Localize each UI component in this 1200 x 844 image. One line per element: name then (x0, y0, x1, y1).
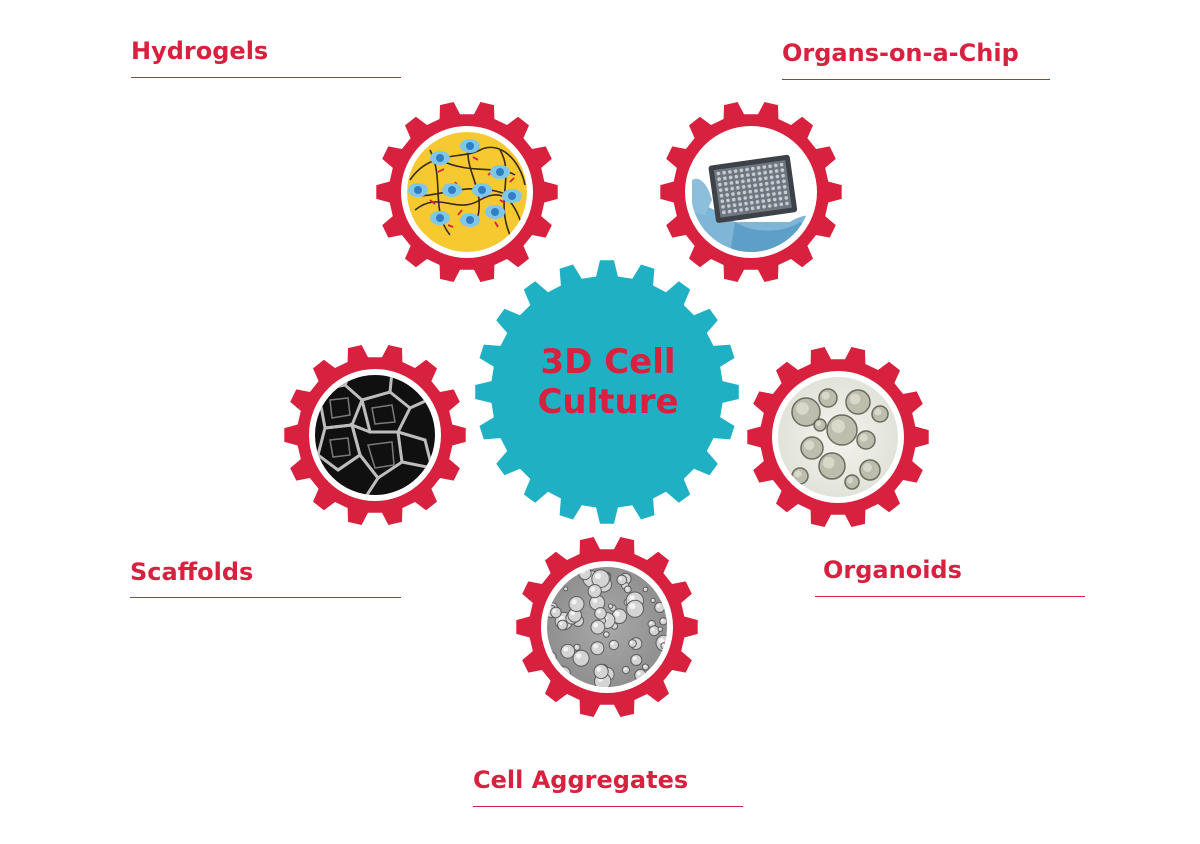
label-scaffolds: Scaffolds (130, 558, 254, 586)
hydrogels-node (376, 102, 558, 282)
underline-scaffolds (130, 597, 401, 598)
center-title-line2: Culture (537, 382, 679, 422)
cell-aggregates-node (516, 537, 698, 717)
scaffolds-node (284, 345, 466, 525)
organoids-micrograph (778, 377, 898, 497)
organs-on-a-chip-node (660, 102, 842, 282)
underline-hydrogels (131, 77, 401, 78)
label-cell-aggregates: Cell Aggregates (473, 766, 689, 794)
organoids-node (747, 347, 929, 527)
label-organoids: Organoids (823, 556, 962, 584)
center-title: 3D Cell Culture (478, 342, 738, 422)
cell-aggregates-micrograph (547, 567, 667, 687)
underline-cell-aggregates (473, 806, 743, 807)
underline-organs-on-a-chip (782, 79, 1050, 80)
underline-organoids (815, 596, 1085, 597)
label-organs-on-a-chip: Organs-on-a-Chip (782, 39, 1019, 67)
hydrogel-network-illustration (407, 132, 527, 252)
porous-scaffold-micrograph (315, 375, 435, 495)
label-hydrogels: Hydrogels (131, 37, 269, 65)
center-title-line1: 3D Cell (540, 342, 676, 382)
center-gear-icon (475, 260, 739, 524)
